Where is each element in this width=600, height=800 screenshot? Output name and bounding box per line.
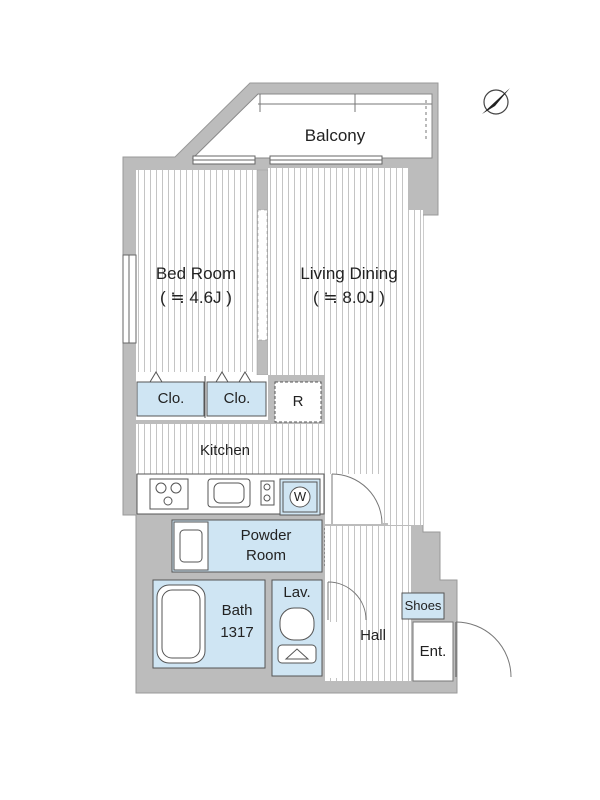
bath-label: Bath bbox=[221, 602, 253, 619]
washer-label: W bbox=[293, 489, 307, 504]
powder-room-label-1: Powder bbox=[240, 527, 292, 544]
lavatory-label: Lav. bbox=[283, 584, 311, 601]
stove bbox=[149, 478, 189, 510]
living-dining-size: ( ≒ 8.0J ) bbox=[313, 288, 385, 307]
living-dining-label: Living Dining bbox=[300, 264, 398, 283]
refrigerator-space bbox=[274, 381, 322, 423]
bathtub bbox=[156, 584, 206, 664]
closet-2-label: Clo. bbox=[223, 390, 251, 407]
powder-room-label-2: Room bbox=[245, 547, 286, 564]
living-dining-floor bbox=[268, 168, 423, 525]
kitchen-label: Kitchen bbox=[199, 442, 251, 459]
refrigerator-label: R bbox=[292, 393, 304, 410]
closet-1-label: Clo. bbox=[157, 390, 185, 407]
hall-label: Hall bbox=[360, 627, 386, 644]
closet-2 bbox=[206, 381, 267, 417]
kitchen-floor bbox=[136, 424, 326, 474]
bath-size: 1317 bbox=[220, 624, 254, 641]
north-arrow-icon bbox=[482, 88, 510, 115]
balcony-label: Balcony bbox=[304, 126, 366, 145]
shoes-label: Shoes bbox=[404, 598, 442, 613]
entrance-floor bbox=[412, 621, 454, 682]
shoes-cabinet bbox=[401, 592, 445, 620]
closet-1 bbox=[136, 381, 205, 417]
sink bbox=[207, 478, 251, 508]
bed-room-label: Bed Room bbox=[155, 264, 237, 283]
bed-room-size: ( ≒ 4.6J ) bbox=[160, 288, 232, 307]
bed-room-floor bbox=[136, 170, 257, 372]
entrance-label: Ent. bbox=[419, 643, 447, 660]
